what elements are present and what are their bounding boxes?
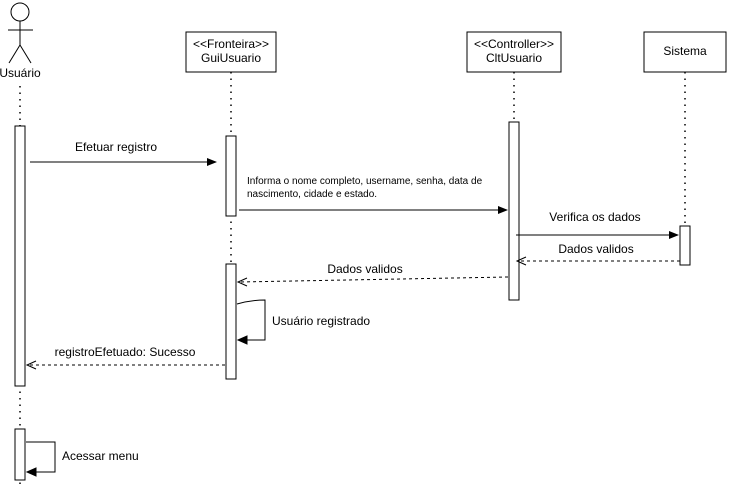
message-label: Dados validos	[558, 242, 633, 256]
message-dados-validos-ctl[interactable]: Dados validos	[236, 262, 509, 287]
participant-ctl[interactable]: <<Controller>> CltUsuario	[466, 31, 562, 73]
message-efetuar-registro[interactable]: Efetuar registro	[30, 140, 217, 166]
message-informa-dados[interactable]: Informa o nome completo, username, senha…	[239, 176, 508, 214]
participant-gui-stereotype: <<Fronteira>>	[193, 37, 269, 51]
message-verifica-dados[interactable]: Verifica os dados	[516, 210, 679, 239]
message-label-line-2: nascimento, cidade e estado.	[247, 189, 377, 200]
participant-ctl-name: CltUsuario	[486, 51, 542, 65]
message-label-line-1: Informa o nome completo, username, senha…	[247, 176, 483, 187]
participant-gui-name: GuiUsuario	[201, 51, 261, 65]
message-label: registroEfetuado: Sucesso	[55, 345, 196, 359]
activation-ctl[interactable]	[508, 121, 520, 301]
message-acessar-menu[interactable]: Acessar menu	[25, 441, 139, 477]
lifelines	[19, 72, 686, 488]
message-label: Verifica os dados	[549, 210, 640, 224]
message-usuario-registrado[interactable]: Usuário registrado	[236, 299, 370, 345]
message-dados-validos-sistema[interactable]: Dados validos	[515, 242, 680, 266]
message-label: Efetuar registro	[75, 140, 157, 154]
actor-head-icon	[10, 2, 30, 22]
message-registro-efetuado[interactable]: registroEfetuado: Sucesso	[25, 345, 225, 370]
message-label: Acessar menu	[62, 449, 139, 463]
message-label: Usuário registrado	[272, 314, 370, 328]
participant-sistema-name: Sistema	[663, 44, 707, 58]
activations	[14, 121, 691, 481]
activation-usuario-2[interactable]	[14, 428, 26, 481]
actor-usuario[interactable]	[8, 2, 33, 64]
activation-usuario-1[interactable]	[14, 125, 26, 387]
actor-usuario-label: Usuário	[0, 66, 41, 80]
participant-ctl-stereotype: <<Controller>>	[474, 37, 554, 51]
activation-sistema[interactable]	[679, 225, 691, 266]
participant-sistema[interactable]: Sistema	[643, 31, 727, 73]
participant-gui[interactable]: <<Fronteira>> GuiUsuario	[185, 31, 277, 73]
message-label: Dados validos	[327, 262, 402, 276]
activation-gui-1[interactable]	[225, 135, 237, 217]
activation-gui-2[interactable]	[225, 263, 237, 380]
